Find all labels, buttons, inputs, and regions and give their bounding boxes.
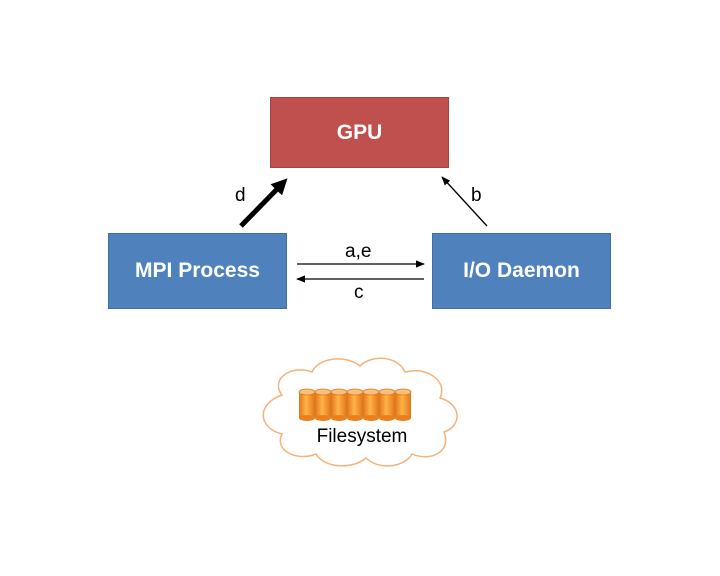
- edge-mpi-to-gpu: [239, 178, 288, 228]
- gpu-node: GPU: [270, 97, 449, 168]
- edge-label-c: c: [354, 282, 364, 303]
- edge-io-to-gpu: [441, 176, 488, 227]
- mpi-process-node-label: MPI Process: [135, 259, 260, 282]
- edge-label-d: d: [235, 185, 246, 206]
- filesystem-label: Filesystem: [316, 426, 408, 447]
- disk-array-icon: [298, 388, 412, 421]
- edge-label-ae: a,e: [345, 241, 372, 262]
- gpu-node-label: GPU: [336, 120, 383, 144]
- io-daemon-node: I/O Daemon: [432, 233, 611, 309]
- edge-label-b: b: [471, 185, 482, 206]
- io-daemon-node-label: I/O Daemon: [463, 259, 580, 282]
- mpi-process-node: MPI Process: [108, 233, 287, 309]
